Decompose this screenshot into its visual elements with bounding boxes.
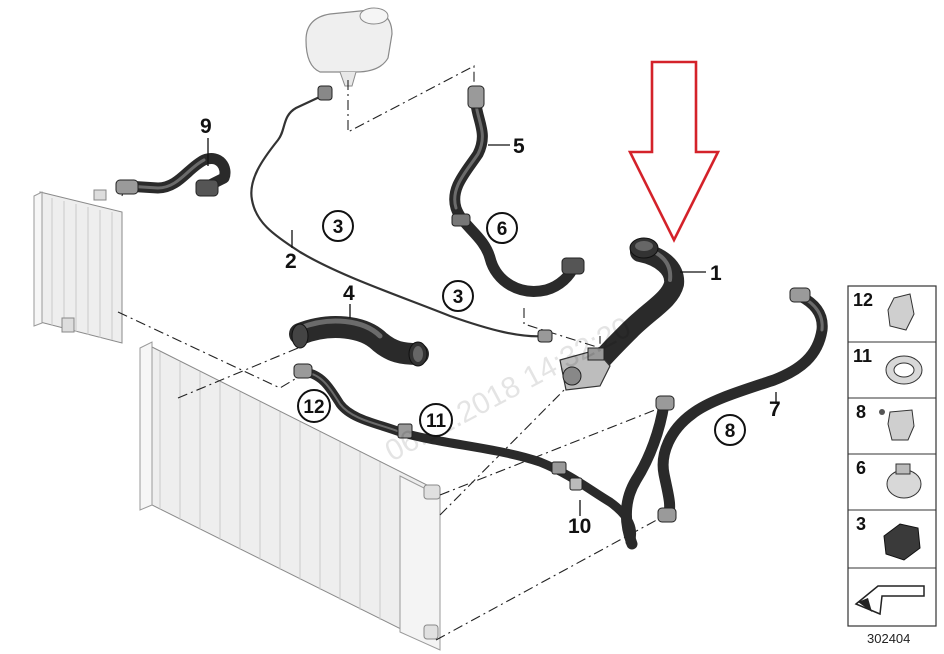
svg-text:12: 12 [853,290,873,310]
svg-text:12: 12 [303,397,324,418]
hose-7 [657,287,828,523]
label-10: 10 [568,515,591,538]
pump-housing [559,347,611,391]
diagram-number: 302404 [867,631,910,646]
label-7: 7 [769,398,781,421]
svg-text:6: 6 [497,219,508,240]
circled-label-3b: 3 [442,280,474,312]
main-radiator [139,341,441,651]
circled-label-12: 12 [297,389,331,423]
expansion-tank [305,7,393,87]
legend-item-3: 3 [856,514,921,561]
circled-label-3a: 3 [322,210,354,242]
highlight-arrow [627,60,721,243]
svg-text:6: 6 [856,458,866,478]
svg-text:3: 3 [856,514,866,534]
auxiliary-radiator [33,189,123,344]
hose-8 [620,395,675,550]
circled-label-11: 11 [419,403,453,437]
hose-10 [293,363,636,547]
legend-item-12: 12 [853,290,915,331]
legend-item-11: 11 [853,346,923,385]
legend-item-8: 8 [856,402,915,441]
svg-text:3: 3 [333,217,344,238]
leader-lines [207,138,777,516]
label-9: 9 [200,115,212,138]
hose-9 [115,153,231,197]
label-1: 1 [710,262,722,285]
svg-text:11: 11 [426,411,447,432]
pipe-2 [250,85,553,343]
hose-1 [586,237,685,376]
circled-label-6: 6 [486,212,518,244]
parts-legend: 12 11 8 6 3 [847,285,937,627]
svg-text:3: 3 [453,287,464,308]
legend-item-6: 6 [856,458,922,499]
label-4: 4 [343,282,355,305]
watermark: 06.11.2018 14:32:20 [380,311,637,468]
legend-direction-arrow-icon [854,585,925,616]
hose-4 [289,316,429,367]
svg-text:11: 11 [853,346,872,366]
svg-text:8: 8 [725,421,736,442]
label-2: 2 [285,250,297,273]
circled-label-8: 8 [714,414,746,446]
hose-5 [449,85,585,297]
svg-text:8: 8 [856,402,866,422]
label-5: 5 [513,135,525,158]
